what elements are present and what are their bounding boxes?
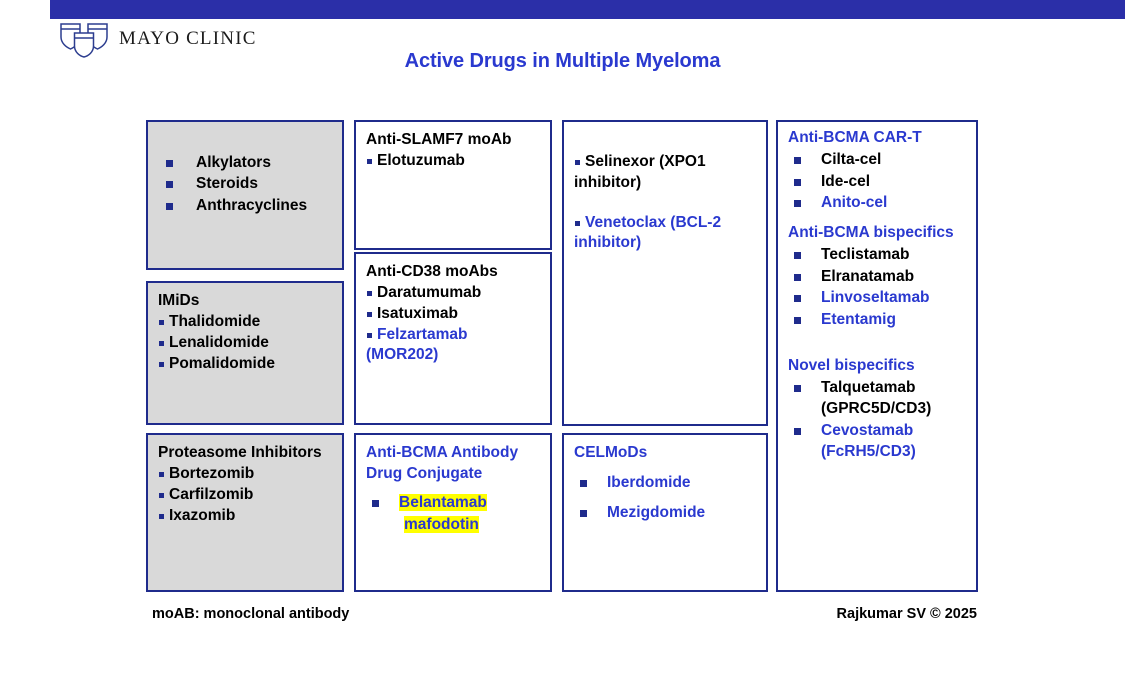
list-item: Thalidomide <box>158 312 332 333</box>
footer-credit: Rajkumar SV © 2025 <box>836 606 977 622</box>
box-anti-cd38-moabs: Anti-CD38 moAbs Daratumumab Isatuximab F… <box>354 252 552 425</box>
list-item-continuation: (GPRC5D/CD3) <box>821 400 932 418</box>
list-item: Iberdomide <box>574 472 756 493</box>
list-item: Alkylators <box>158 152 332 173</box>
box-header: Anti-CD38 moAbs <box>366 263 498 280</box>
list-item: Elotuzumab <box>366 151 540 172</box>
box-header: IMiDs <box>158 292 200 309</box>
box-bcma-and-bispecifics: Anti-BCMA CAR-T Cilta-cel Ide-cel Anito-… <box>776 120 978 592</box>
list-item: Cilta-cel <box>788 149 966 170</box>
page-title: Active Drugs in Multiple Myeloma <box>404 50 721 72</box>
group-header-anti-bcma-bispecifics: Anti-BCMA bispecifics <box>788 224 954 242</box>
highlighted-drug-continuation: mafodotin <box>404 515 479 533</box>
highlighted-drug: Belantamab <box>399 494 487 512</box>
list-novel-bispecifics: Talquetamab (GPRC5D/CD3) Cevostamab (FcR… <box>788 377 966 463</box>
list-item: Anito-cel <box>788 192 966 213</box>
list-item: Selinexor (XPO1 <box>574 152 756 173</box>
list-other-agents: Selinexor (XPO1 inhibitor) Venetoclax (B… <box>574 152 756 254</box>
list-anti-bcma-adc: Belantamab mafodotin <box>366 492 540 535</box>
list-imids: Thalidomide Lenalidomide Pomalidomide <box>158 312 332 374</box>
list-item: Carfilzomib <box>158 485 332 506</box>
list-item: Cevostamab <box>788 420 966 441</box>
mayo-clinic-wordmark: MAYO CLINIC <box>119 28 257 49</box>
list-anti-cd38: Daratumumab Isatuximab Felzartamab (MOR2… <box>366 283 540 366</box>
list-item: Felzartamab <box>366 325 540 346</box>
box-header: Anti-BCMA Antibody <box>366 444 519 461</box>
list-item: Ide-cel <box>788 171 966 192</box>
box-other-agents: Selinexor (XPO1 inhibitor) Venetoclax (B… <box>562 120 768 426</box>
list-item-continuation: mafodotin <box>366 514 540 535</box>
list-anti-slamf7: Elotuzumab <box>366 151 540 172</box>
list-item-continuation: inhibitor) <box>574 234 642 252</box>
list-item: Ixazomib <box>158 506 332 527</box>
list-item: Belantamab <box>366 492 540 513</box>
box-celmods: CELMoDs Iberdomide Mezigdomide <box>562 433 768 592</box>
list-item: Steroids <box>158 173 332 194</box>
list-anti-bcma-car-t: Cilta-cel Ide-cel Anito-cel <box>788 149 966 213</box>
mayo-shields-icon <box>58 20 110 58</box>
list-item: Venetoclax (BCL-2 <box>574 213 756 234</box>
group-spacer <box>788 213 966 223</box>
list-item: Anthracyclines <box>158 195 332 216</box>
footer-abbreviation: moAB: monoclonal antibody <box>152 606 350 622</box>
list-item-continuation: (MOR202) <box>366 346 439 364</box>
list-item: Lenalidomide <box>158 333 332 354</box>
list-proteasome-inhibitors: Bortezomib Carfilzomib Ixazomib <box>158 464 332 526</box>
box-anti-slamf7-moab: Anti-SLAMF7 moAb Elotuzumab <box>354 120 552 250</box>
list-item: Isatuximab <box>366 304 540 325</box>
list-item: Pomalidomide <box>158 354 332 375</box>
list-anti-bcma-bispecifics: Teclistamab Elranatamab Linvoseltamab Et… <box>788 244 966 330</box>
box-header-line2: Drug Conjugate <box>366 465 483 483</box>
top-blue-bar <box>50 0 1125 19</box>
list-item-continuation: (FcRH5/CD3) <box>821 443 916 461</box>
box-header: Proteasome Inhibitors <box>158 444 322 461</box>
mayo-clinic-logo: MAYO CLINIC <box>58 20 257 58</box>
list-item: Elranatamab <box>788 266 966 287</box>
group-header-novel-bispecifics: Novel bispecifics <box>788 356 915 374</box>
box-header: CELMoDs <box>574 444 648 461</box>
list-item: Mezigdomide <box>574 502 756 523</box>
box-proteasome-inhibitors: Proteasome Inhibitors Bortezomib Carfilz… <box>146 433 344 592</box>
box-header: Anti-SLAMF7 moAb <box>366 131 512 148</box>
list-item: Teclistamab <box>788 244 966 265</box>
box-anti-bcma-adc: Anti-BCMA Antibody Drug Conjugate Belant… <box>354 433 552 592</box>
group-header-anti-bcma-car-t: Anti-BCMA CAR-T <box>788 129 922 146</box>
group-spacer <box>788 330 966 356</box>
list-celmods: Iberdomide Mezigdomide <box>574 472 756 523</box>
list-classic-agents: Alkylators Steroids Anthracyclines <box>158 152 332 216</box>
list-item: Bortezomib <box>158 464 332 485</box>
box-classic-agents: Alkylators Steroids Anthracyclines <box>146 120 344 270</box>
list-item: Talquetamab <box>788 377 966 398</box>
box-imids: IMiDs Thalidomide Lenalidomide Pomalidom… <box>146 281 344 425</box>
list-item-continuation: inhibitor) <box>574 173 642 191</box>
list-item: Daratumumab <box>366 283 540 304</box>
list-item: Linvoseltamab <box>788 287 966 308</box>
list-item: Etentamig <box>788 309 966 330</box>
